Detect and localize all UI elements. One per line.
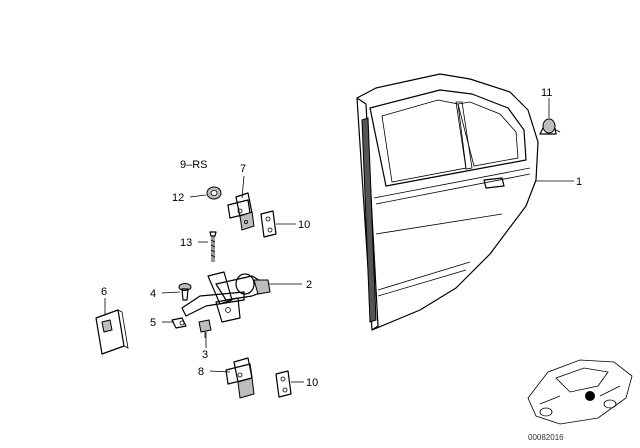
nut-part xyxy=(206,186,222,200)
callout-13: 13 xyxy=(180,237,192,249)
callout-1: 1 xyxy=(576,176,582,188)
callout-9-rs: 9–RS xyxy=(180,159,208,171)
callout-2: 2 xyxy=(306,279,312,291)
rear-door-part xyxy=(356,73,539,331)
car-locator-thumbnail xyxy=(527,359,633,425)
diagram-reference-code: 00082016 xyxy=(528,433,564,442)
screw-part xyxy=(171,317,187,329)
bolt-part xyxy=(178,283,192,301)
long-bolt-part xyxy=(209,231,217,262)
callout-12: 12 xyxy=(172,192,184,204)
shim-plate-upper xyxy=(260,210,277,238)
cover-part xyxy=(95,309,129,355)
callout-8: 8 xyxy=(198,366,204,378)
callout-10-lower: 10 xyxy=(306,377,318,389)
callout-6: 6 xyxy=(101,286,107,298)
callout-4: 4 xyxy=(150,288,156,300)
clip-part xyxy=(539,118,561,135)
callout-11: 11 xyxy=(541,87,552,99)
callout-labels: 1 2 3 4 5 6 7 8 9–RS 10 10 11 12 13 xyxy=(101,87,582,389)
lower-hinge-part xyxy=(225,357,255,399)
upper-hinge-part xyxy=(227,192,255,231)
door-check-part xyxy=(181,271,271,323)
callout-5: 5 xyxy=(150,317,156,329)
shim-plate-lower xyxy=(275,370,292,398)
leader-lines xyxy=(104,98,574,383)
callout-3: 3 xyxy=(202,349,208,361)
hex-bolt-part xyxy=(198,319,212,338)
callout-7: 7 xyxy=(240,163,246,175)
callout-10-upper: 10 xyxy=(298,219,310,231)
